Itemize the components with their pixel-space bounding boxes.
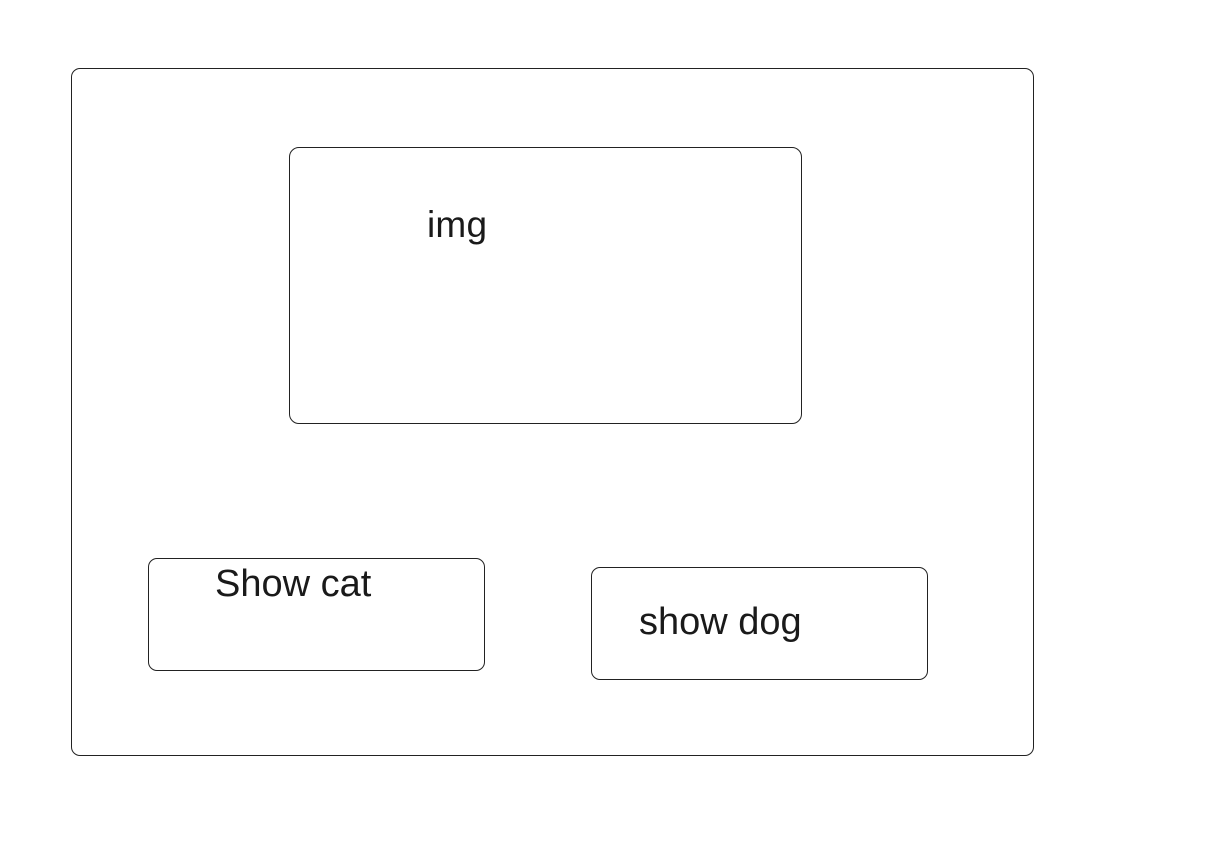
show-dog-button[interactable]: show dog [591, 567, 928, 680]
show-cat-button-label: Show cat [215, 563, 372, 605]
image-placeholder-label: img [427, 204, 488, 245]
show-dog-button-label: show dog [639, 601, 802, 643]
show-cat-button[interactable]: Show cat [148, 558, 485, 671]
image-placeholder: img [289, 147, 802, 424]
